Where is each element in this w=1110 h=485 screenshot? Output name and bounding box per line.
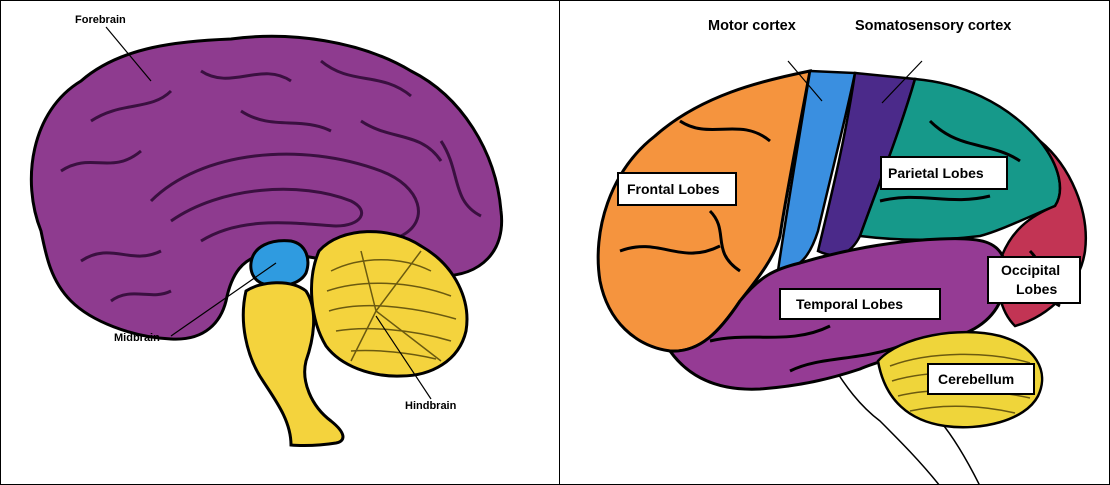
midbrain-label: Midbrain <box>114 332 160 344</box>
lateral-brain-svg: Motor cortex Somatosensory cortex Fronta… <box>560 1 1110 485</box>
cerebellum-label: Cerebellum <box>938 371 1014 387</box>
temporal-lobes-label: Temporal Lobes <box>796 296 903 312</box>
occipital-lobes-label-line2: Lobes <box>1016 281 1057 297</box>
sagittal-brain-svg: Forebrain Midbrain Hindbrain <box>1 1 560 485</box>
parietal-lobes-label: Parietal Lobes <box>888 165 984 181</box>
motor-cortex-label: Motor cortex <box>708 18 796 34</box>
frontal-lobes-label: Frontal Lobes <box>627 181 720 197</box>
lateral-brain-panel: Motor cortex Somatosensory cortex Fronta… <box>560 0 1110 485</box>
midbrain-region <box>251 241 308 286</box>
somatosensory-cortex-label: Somatosensory cortex <box>855 18 1011 34</box>
hindbrain-label: Hindbrain <box>405 400 457 412</box>
sagittal-brain-panel: Forebrain Midbrain Hindbrain <box>0 0 560 485</box>
occipital-lobes-label-line1: Occipital <box>1001 262 1060 278</box>
forebrain-label: Forebrain <box>75 14 126 26</box>
